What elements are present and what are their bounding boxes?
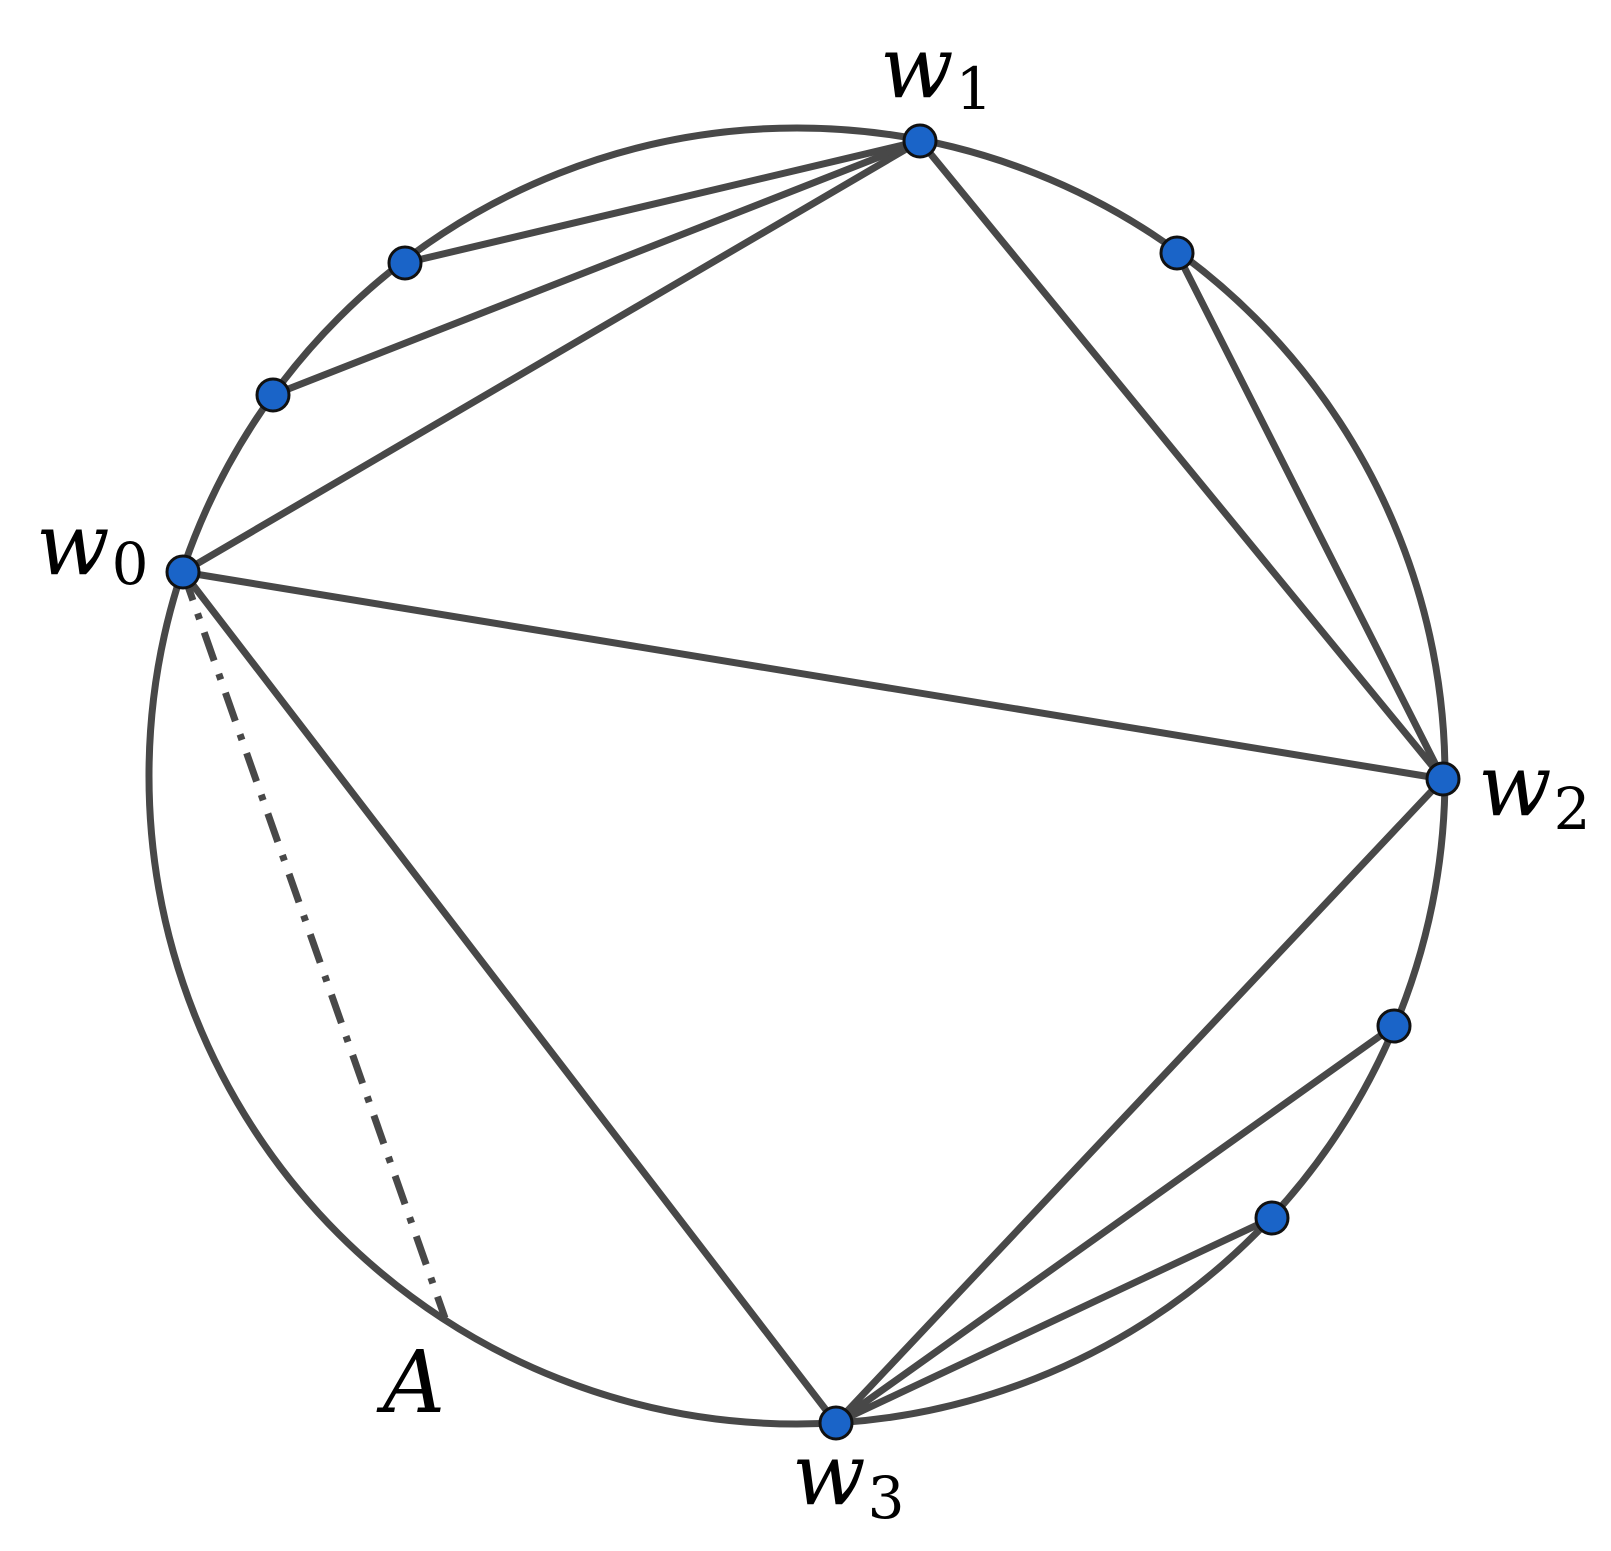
vertex-p4 — [1376, 1008, 1412, 1044]
vertex-p5 — [1254, 1200, 1290, 1236]
label-A: A — [376, 1333, 445, 1433]
vertex-p2 — [255, 377, 291, 413]
chord-p1-w1 — [401, 137, 924, 267]
chord-w1-w2 — [916, 137, 1447, 783]
chord-w0-w1 — [179, 137, 924, 576]
chord-w0-w3 — [179, 568, 840, 1427]
label-w1: w1 — [880, 18, 993, 123]
label-w3: w3 — [792, 1425, 905, 1532]
vertex-w2 — [1425, 761, 1461, 797]
vertex-p1 — [387, 245, 423, 281]
chord-p3-w2 — [1173, 249, 1447, 783]
chord-w0-w2 — [179, 568, 1447, 783]
vertices — [165, 123, 1461, 1441]
chord-w2-w3 — [832, 775, 1447, 1427]
dashed-chord-w0-A — [179, 570, 449, 1320]
vertex-w1 — [902, 123, 938, 159]
chord-p5-w3 — [832, 1214, 1276, 1427]
chords — [179, 137, 1447, 1427]
vertex-w3 — [818, 1405, 854, 1441]
chord-p2-w1 — [269, 137, 924, 399]
chord-p4-w3 — [832, 1022, 1398, 1427]
label-w0: w0 — [36, 495, 149, 598]
vertex-w0 — [165, 554, 201, 590]
vertex-p3 — [1159, 235, 1195, 271]
label-w2: w2 — [1478, 736, 1591, 843]
